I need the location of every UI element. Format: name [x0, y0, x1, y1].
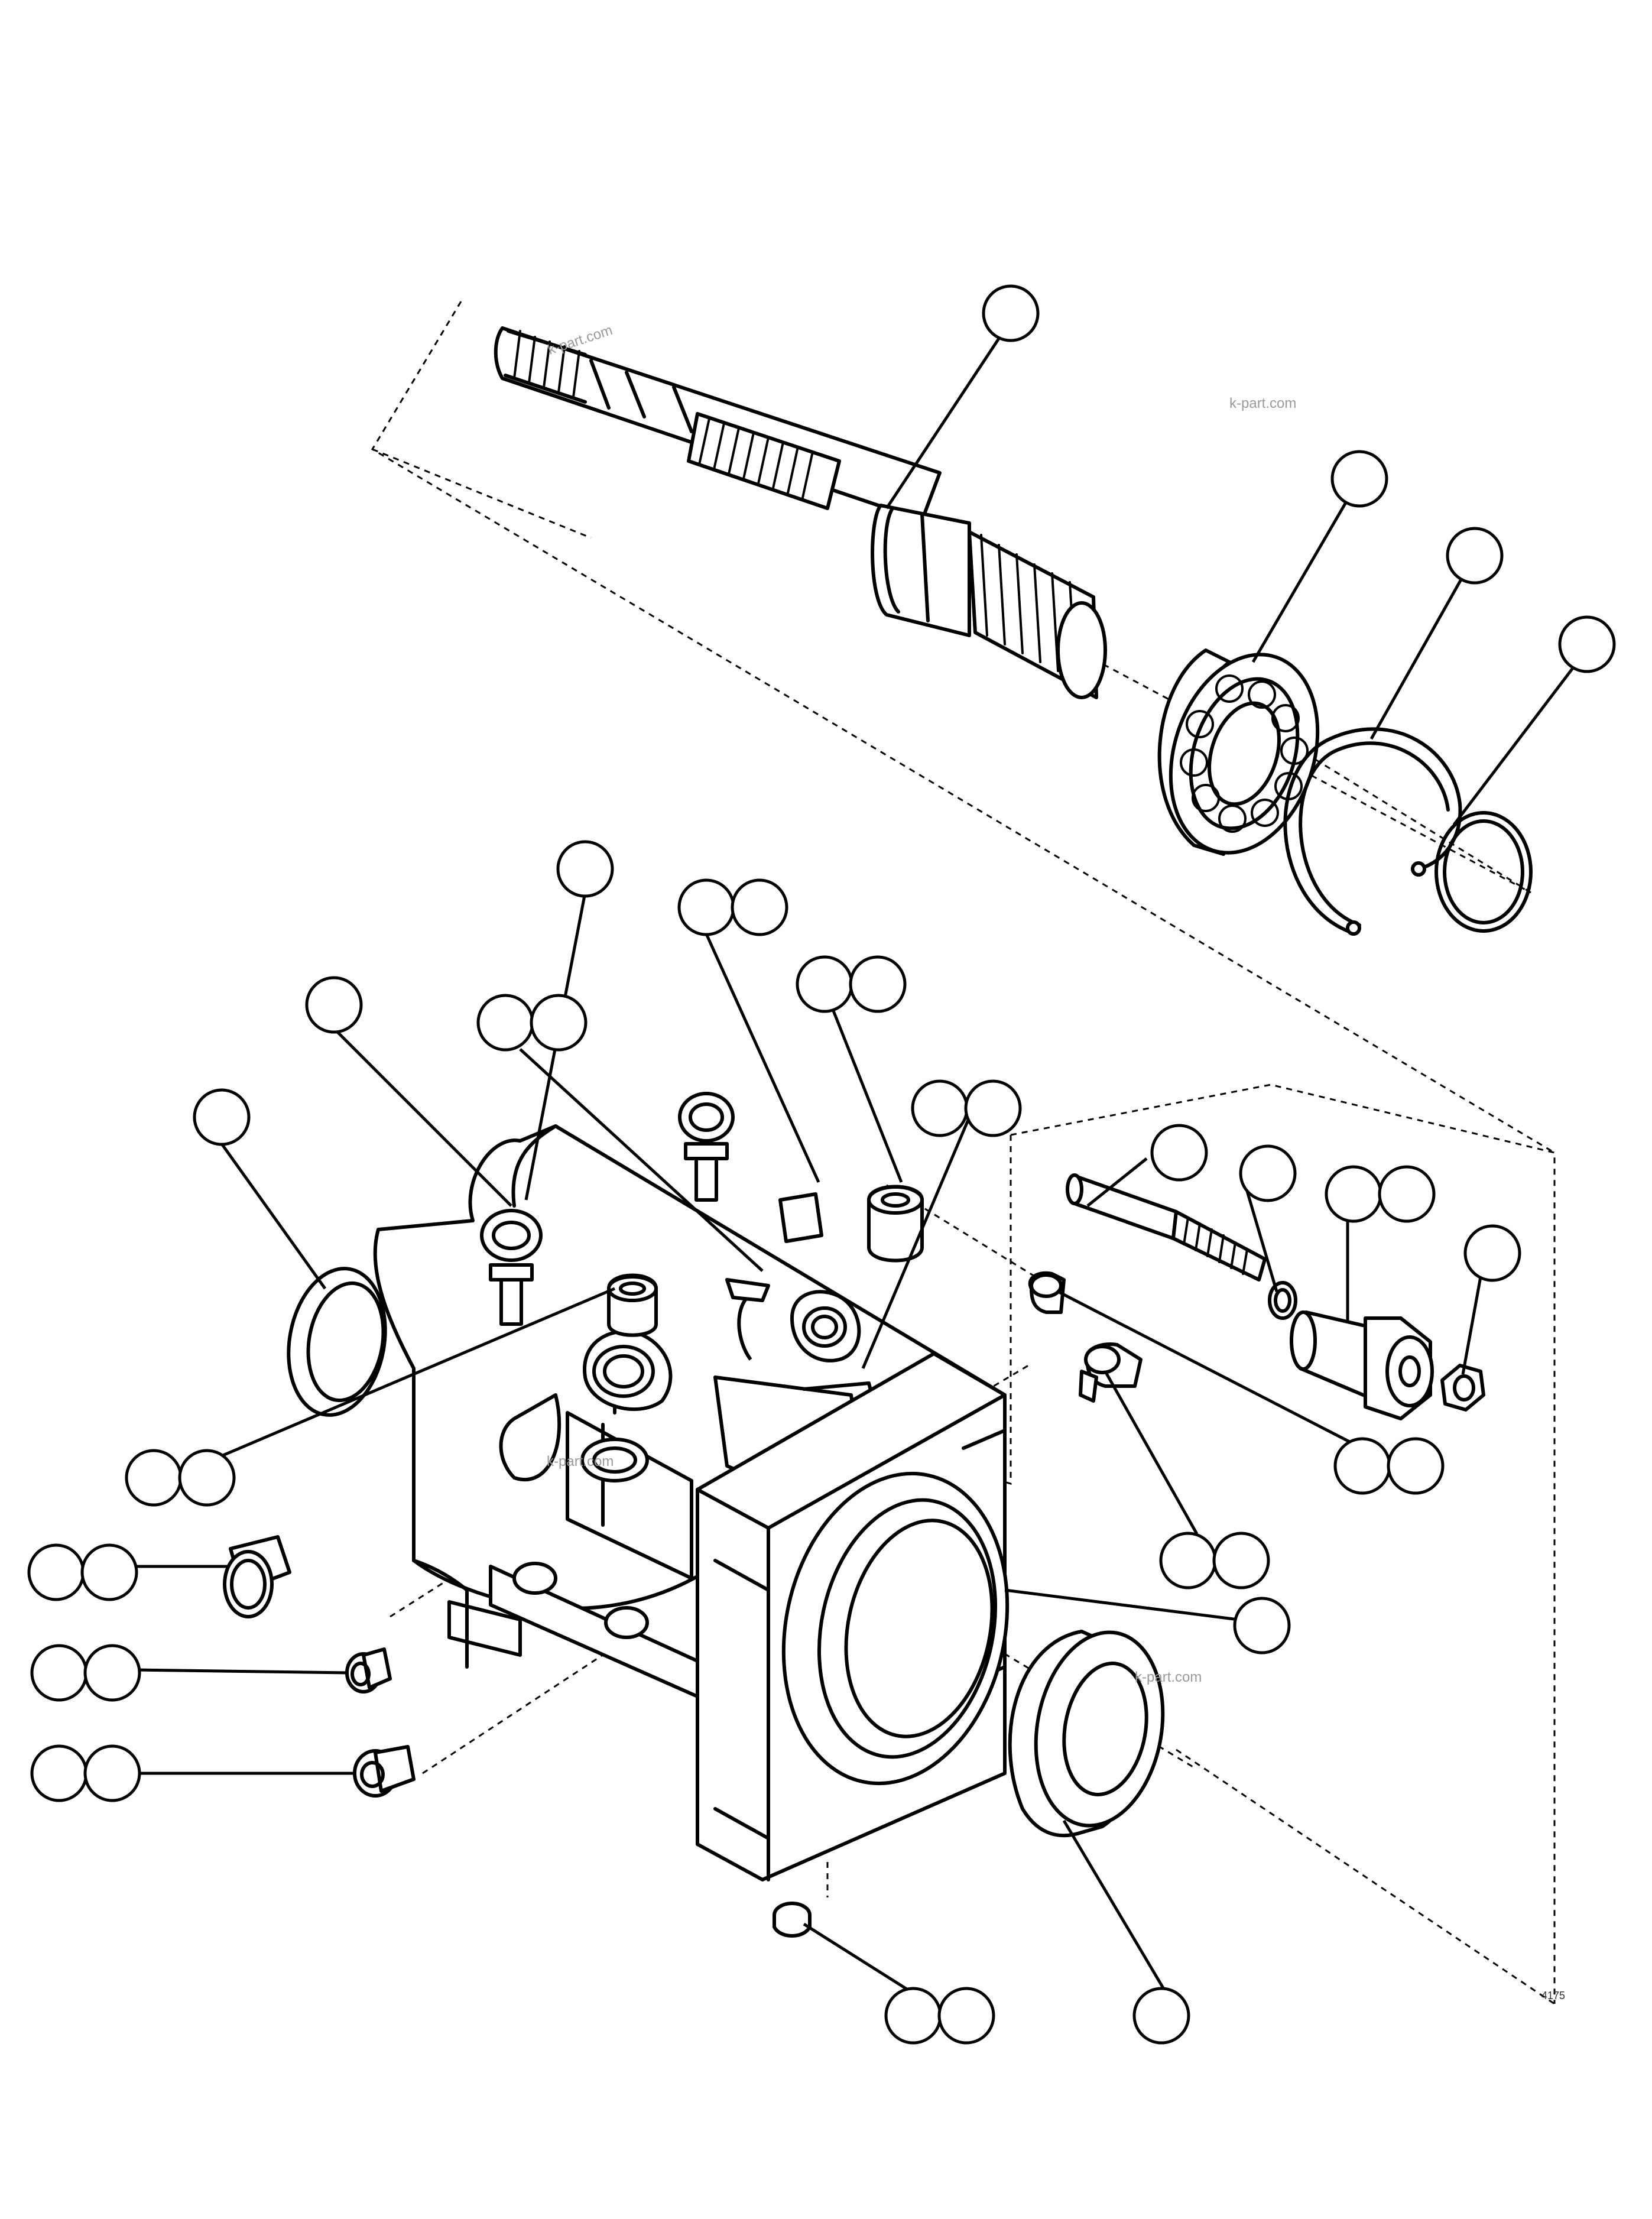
- o-ring-small: [1268, 1281, 1297, 1320]
- assembly-frame-lines: [371, 301, 1556, 2005]
- bushing-housing: [607, 1273, 658, 1337]
- callout-eye-bolt-housing: [305, 976, 363, 1034]
- callout-sleeve-b: [1378, 1165, 1436, 1223]
- callout-plug-small-a: [30, 1644, 88, 1702]
- bushing-top: [867, 1185, 924, 1263]
- callout-plug-small-b: [83, 1644, 141, 1702]
- name-plate: [778, 1192, 823, 1243]
- watermark-top-right: k-part.com: [1229, 395, 1296, 411]
- ball-bearing: [1157, 648, 1320, 856]
- callout-plug-lower-b: [83, 1744, 141, 1802]
- splined-shaft: [494, 326, 1107, 699]
- callout-plug-seal-b: [80, 1543, 138, 1601]
- watermark-housing: k-part.com: [547, 1454, 614, 1469]
- callout-bushing-b: [849, 955, 907, 1013]
- callout-port-a: [911, 1079, 969, 1137]
- lifting-eye-bolt-housing: [480, 1209, 543, 1326]
- callout-eye-bolt-loose: [556, 840, 614, 898]
- leader-lines: [135, 333, 1576, 1997]
- watermark-washer: k-part.com: [1135, 1669, 1202, 1685]
- callout-seal-ring: [193, 1088, 251, 1146]
- callout-plug-right-a: [1159, 1532, 1217, 1589]
- callout-plug-upper-a: [1333, 1437, 1391, 1495]
- shaft-seal-ring: [287, 1267, 387, 1417]
- small-retaining-ring: [1434, 811, 1533, 933]
- hex-nut: [1440, 1364, 1485, 1412]
- plug-small-left: [345, 1647, 392, 1694]
- flat-seal-washer: [1008, 1630, 1165, 1838]
- callout-plug-lower-a: [30, 1744, 88, 1802]
- plug-right: [1079, 1342, 1143, 1403]
- callout-plug-seal-a: [27, 1543, 85, 1601]
- lifting-eye-bolt-loose: [678, 1092, 735, 1202]
- callout-port-b: [964, 1079, 1022, 1137]
- callout-washer: [1132, 1987, 1190, 2045]
- callout-bushing-housing-a: [125, 1449, 183, 1507]
- callout-bubbles: [27, 284, 1616, 2045]
- callout-small-ring: [1558, 615, 1616, 673]
- adjusting-pin: [1066, 1173, 1267, 1282]
- adjusting-sleeve-nut: [1290, 1310, 1434, 1420]
- callout-housing: [1233, 1597, 1291, 1654]
- plug-upper-right: [1028, 1271, 1066, 1314]
- callout-shaft: [982, 284, 1040, 342]
- callout-sticker-a: [476, 994, 534, 1052]
- callout-drain-plug-b: [937, 1987, 995, 2045]
- callout-plug-right-b: [1212, 1532, 1270, 1589]
- callout-plug-upper-b: [1387, 1437, 1445, 1495]
- callout-snap-ring: [1446, 527, 1504, 585]
- callout-sleeve-a: [1325, 1165, 1382, 1223]
- plug-with-seal-left: [223, 1535, 291, 1618]
- callout-o-ring: [1239, 1144, 1297, 1202]
- callout-bearing: [1330, 450, 1388, 508]
- drawing-code: 4175: [1541, 1990, 1565, 2001]
- mounting-flange: [489, 1352, 1010, 1881]
- callout-adjusting-pin: [1150, 1124, 1208, 1182]
- plug-lower-left: [353, 1745, 416, 1798]
- callout-bushing-housing-b: [178, 1449, 236, 1507]
- callout-bushing-a: [796, 955, 853, 1013]
- drain-plug-bottom: [773, 1902, 812, 1938]
- callout-sticker-b: [530, 994, 588, 1052]
- callout-drain-plug-a: [884, 1987, 942, 2045]
- callout-plate-a: [677, 878, 735, 936]
- callout-hex-nut: [1463, 1224, 1521, 1282]
- callout-plate-b: [731, 878, 788, 936]
